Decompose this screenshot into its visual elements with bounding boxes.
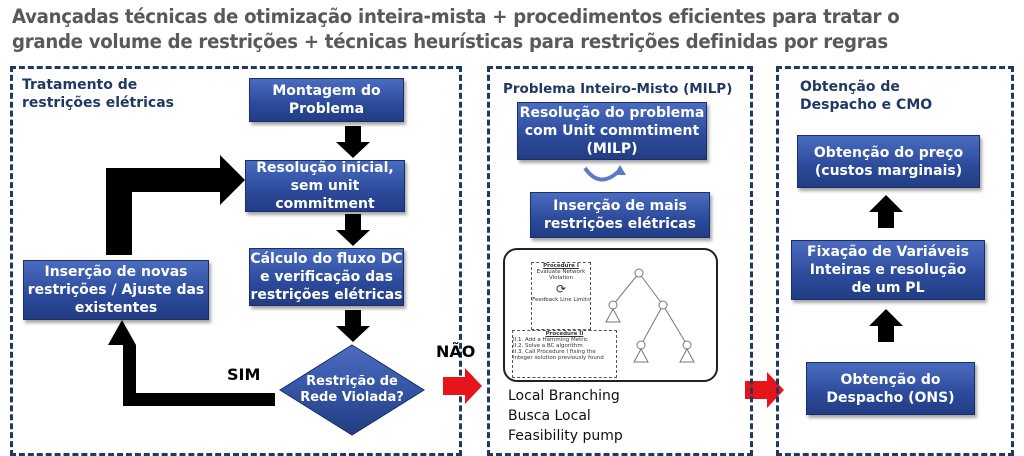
proc1-title: Procedure I xyxy=(543,263,579,269)
red-arrow-icon xyxy=(745,372,784,408)
box-resolucao-inicial: Resolução inicial, sem unit commitment xyxy=(245,160,405,212)
box-resolucao-milp: Resolução do problema com Unit commtimen… xyxy=(517,102,707,160)
cycle-arrowhead-icon xyxy=(614,165,626,175)
panel-milp xyxy=(487,66,753,456)
method-item: Feasibility pump xyxy=(508,428,623,444)
heading-line: restrições elétricas xyxy=(22,95,175,111)
loop-arrow-left-up-icon xyxy=(108,320,275,406)
heading-line: Tratamento de xyxy=(22,77,138,93)
box-montagem: Montagem do Problema xyxy=(249,78,404,122)
procedure-2-box: Procedure II II.1. Add a Hamming Metric … xyxy=(512,330,617,378)
box-insercao-mais: Inserção de mais restrições elétricas xyxy=(530,192,710,238)
method-list: Local Branching Busca Local Feasibility … xyxy=(508,386,623,446)
panel3-heading: Obtenção de Despacho e CMO xyxy=(800,78,932,114)
label-nao: NÃO xyxy=(436,342,476,361)
box-obtencao-preco: Obtenção do preço (custos marginais) xyxy=(797,135,980,188)
box-insercao-novas: Inserção de novas restrições / Ajuste da… xyxy=(23,260,209,320)
heading-line: Despacho e CMO xyxy=(800,97,933,113)
proc2-title: Procedure II xyxy=(545,331,584,337)
up-arrow-icon xyxy=(869,195,903,342)
cycle-icon: ⟳ xyxy=(555,282,567,296)
proc2-line: II.2. Solve a BC algorithm xyxy=(513,343,583,349)
decision-diamond xyxy=(279,344,425,436)
red-arrow-icon xyxy=(443,368,482,404)
panel-electrical-constraints xyxy=(10,66,462,456)
loop-arrow-up-right-icon xyxy=(106,155,245,255)
method-item: Busca Local xyxy=(508,408,591,424)
heading-line: Obtenção de xyxy=(800,79,900,95)
panel-dispatch xyxy=(776,66,1014,456)
branch-tree-diagram xyxy=(605,268,695,363)
panel1-heading: Tratamento de restrições elétricas xyxy=(22,76,174,112)
diamond-label: Restrição de Rede Violada? xyxy=(300,374,404,405)
method-item: Local Branching xyxy=(508,388,620,404)
proc2-line: II.1. Add a Hamming Metric xyxy=(513,337,589,343)
proc1-text: Evaluate Network Violation xyxy=(536,269,586,281)
box-calculo-fluxo: Cálculo do fluxo DC e verificação das re… xyxy=(249,248,404,306)
label-sim: SIM xyxy=(227,365,261,384)
title-line: Avançadas técnicas de otimização inteira… xyxy=(12,5,900,28)
title-line: grande volume de restrições + técnicas h… xyxy=(12,30,888,53)
procedure-1-box: Procedure I Evaluate Network Violation ⟳… xyxy=(531,262,591,330)
proc2-line: II.3. Call Procedure I fixing the intege… xyxy=(513,349,604,361)
panel2-heading: Problema Inteiro-Misto (MILP) xyxy=(503,81,733,97)
down-arrow-icon xyxy=(336,126,370,342)
box-fixacao: Fixação de Variáveis Inteiras e resoluçã… xyxy=(791,240,985,300)
proc1-feedback: Feedback Line Limits xyxy=(532,297,590,303)
box-obtencao-despacho: Obtenção do Despacho (ONS) xyxy=(806,362,975,415)
local-branching-figure: Procedure I Evaluate Network Violation ⟳… xyxy=(503,248,718,382)
page-title: Avançadas técnicas de otimização inteira… xyxy=(12,4,900,54)
